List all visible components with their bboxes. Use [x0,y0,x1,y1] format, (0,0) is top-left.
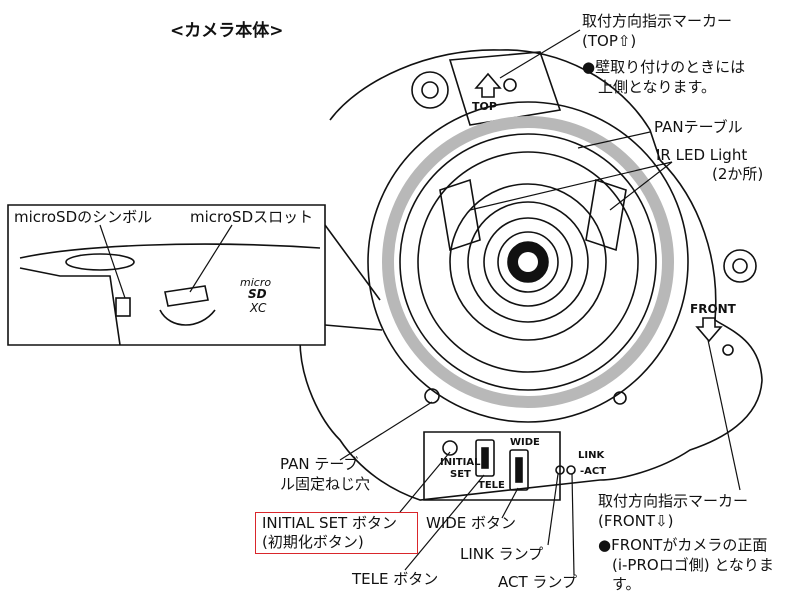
leader-top-marker [499,29,581,79]
leader-pan-table [577,131,651,149]
leader-wide [501,487,519,519]
leader-link [547,473,559,546]
control-panel [423,431,561,501]
sd-symbol-label: microSDのシンボル [14,208,153,226]
printed-link: LINK [578,450,605,461]
initial-set-sub: (初期化ボタン) [262,533,364,551]
sd-body-line [19,243,321,259]
pan-fix-label-1: PAN テーブ [280,455,359,473]
sd-symbol-shape [115,297,131,317]
tele-button-shape [475,439,495,477]
leader-act [571,473,575,576]
initial-set-label: INITIAL SET ボタン [262,514,397,532]
printed-top: TOP [472,100,497,113]
top-screw [503,78,517,92]
act-lamp-shape [566,465,576,475]
ir-led-label: IR LED Light [656,146,748,164]
printed-initial: INITIAL [440,457,481,468]
initial-set-highlight-box [255,512,418,554]
lens-housing [449,183,607,341]
front-marker-label: 取付方向指示マーカー [598,492,749,510]
sd-slot-shape [164,285,209,307]
sd-slot-label: microSDスロット [190,208,314,226]
housing-outline [299,49,763,501]
pan-fix-label-2: ル固定ねじ穴 [280,475,371,493]
leader-pan-fix [339,401,433,461]
printed-micro: micro [240,276,271,289]
front-note-3: す。 [612,575,641,593]
link-lamp-shape [555,465,565,475]
leader-sd-slot [189,224,233,293]
printed-wide: WIDE [510,437,540,448]
front-arrow-shape [695,317,723,343]
printed-sd: SD [248,287,267,301]
leader-front [707,339,741,491]
leader-tele [404,474,485,571]
pan-table [417,151,639,373]
printed-set: SET [450,469,471,480]
leader-ir-left [469,161,673,211]
top-note-1: ●壁取り付けのときには [582,58,746,76]
wide-button-shape [509,449,529,491]
right-screw-boss [723,249,757,283]
pan-table-label: PANテーブル [654,118,743,136]
front-note-1: ●FRONTがカメラの正面 [598,536,768,554]
left-screw-boss [411,71,449,109]
ir-led-right [585,178,627,252]
printed-xc: XC [249,301,267,315]
top-marker-sub: (TOP⇧) [582,32,637,50]
section-title: <カメラ本体> [170,21,284,41]
wide-button-label: WIDE ボタン [426,514,517,532]
leader-ir-right [609,161,673,211]
top-bracket [448,51,562,126]
ir-led-left [439,178,481,252]
printed-act: -ACT [580,466,606,477]
ir-led-count: (2か所) [712,165,764,183]
act-lamp-label: ACT ランプ [498,573,577,591]
gray-ring [382,116,674,408]
front-note-2: (i-PROロゴ側) となりま [612,556,774,574]
top-note-2: 上側となります。 [598,78,717,96]
leader-initial-set [399,451,451,513]
printed-front: FRONT [690,302,737,316]
initial-set-button-shape [442,440,458,456]
leader-sd-symbol [99,224,126,299]
top-marker-label: 取付方向指示マーカー [582,12,733,30]
link-lamp-label: LINK ランプ [460,545,544,563]
pan-fix-screw-hole [424,388,440,404]
front-marker-sub: (FRONT⇩) [598,512,674,530]
tele-button-label: TELE ボタン [352,570,439,588]
sd-callout-frame [7,204,326,346]
outer-ring [367,101,689,423]
top-arrow-shape [474,72,502,98]
printed-tele: TELE [478,480,505,491]
